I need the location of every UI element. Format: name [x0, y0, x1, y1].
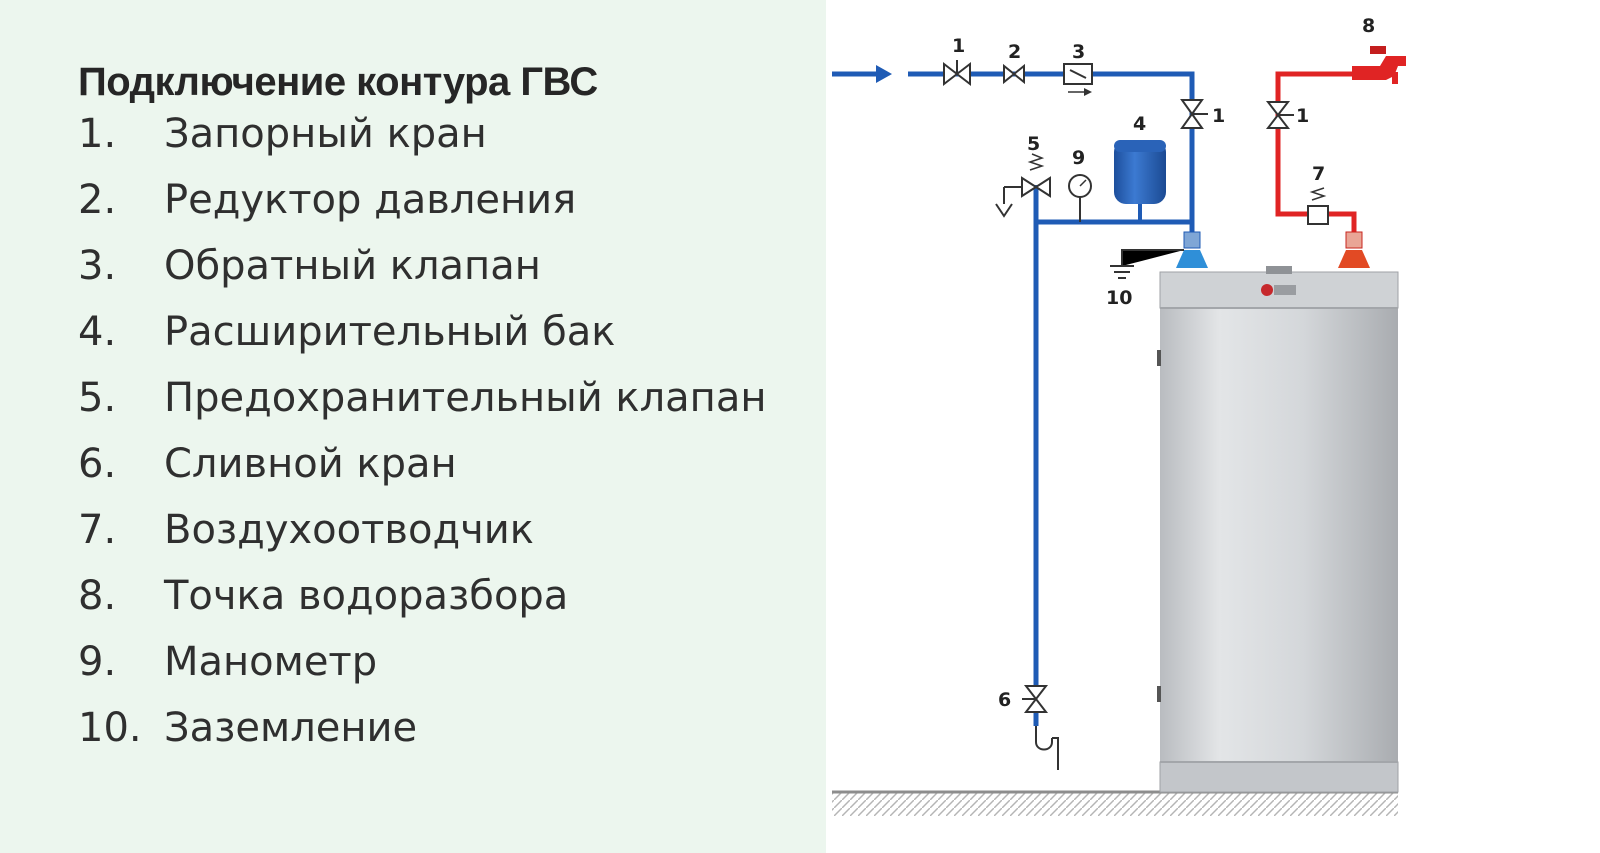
shutoff-valve-icon: 1: [943, 35, 971, 87]
legend-item-label: Манометр: [164, 639, 378, 685]
expansion-tank-icon: 4: [1114, 113, 1166, 222]
legend-title: Подключение контура ГВС: [78, 60, 598, 104]
marker-4: 4: [1133, 113, 1146, 135]
legend-item-label: Расширительный бак: [164, 309, 616, 355]
legend-item: 10. Заземление: [78, 705, 766, 771]
cold-line-valve-icon: 1: [1180, 99, 1225, 129]
marker-6: 6: [998, 689, 1011, 711]
legend-item-number: 5.: [78, 375, 117, 421]
legend-item-number: 7.: [78, 507, 117, 553]
hot-line-valve-icon: 1: [1265, 101, 1309, 129]
legend-item-label: Воздухоотводчик: [164, 507, 534, 553]
marker-1-hot: 1: [1296, 105, 1309, 127]
legend-item-label: Обратный клапан: [164, 243, 541, 289]
legend-item-number: 10.: [78, 705, 142, 751]
safety-valve-icon: 5: [995, 133, 1051, 218]
ground-symbol-icon: 10: [1106, 249, 1184, 309]
inlet-arrow: [832, 65, 892, 83]
marker-1-inlet: 1: [952, 35, 965, 57]
drain-valve-icon: 6: [998, 685, 1059, 770]
marker-8: 8: [1362, 15, 1375, 37]
legend-item-label: Сливной кран: [164, 441, 457, 487]
marker-7: 7: [1312, 163, 1325, 185]
marker-10: 10: [1106, 287, 1132, 309]
hot-water-pipe: [1275, 71, 1357, 246]
manometer-icon: 9: [1068, 147, 1092, 222]
legend-item-number: 9.: [78, 639, 117, 685]
check-valve-icon: 3: [1063, 41, 1093, 96]
marker-3: 3: [1072, 41, 1085, 63]
cold-inlet-fitting: [1176, 231, 1208, 268]
marker-9: 9: [1072, 147, 1085, 169]
water-heater-tank: [1157, 266, 1399, 793]
legend-item: 1. Запорный кран: [78, 111, 766, 177]
dhw-connection-diagram: 1 2 3 1 4: [832, 15, 1406, 816]
legend-item-label: Заземление: [164, 705, 418, 751]
marker-5: 5: [1027, 133, 1040, 155]
floor: [832, 790, 1398, 816]
legend-item-number: 4.: [78, 309, 117, 355]
water-tap-icon: 8: [1352, 15, 1406, 84]
legend-item-number: 3.: [78, 243, 117, 289]
legend-item-label: Предохранительный клапан: [164, 375, 767, 421]
legend-item: 4. Расширительный бак: [78, 309, 766, 375]
legend-item-label: Точка водоразбора: [164, 573, 569, 619]
cold-water-pipe: [908, 71, 1195, 726]
legend-list: 1. Запорный кран 2. Редуктор давления 3. Об…: [78, 111, 766, 771]
legend-item: 5. Предохранительный клапан: [78, 375, 766, 441]
legend: Подключение контура ГВС 1. Запорный кран …: [78, 60, 766, 771]
diagram-panel: 1 2 3 1 4: [826, 0, 1600, 853]
legend-item-number: 2.: [78, 177, 117, 223]
hot-outlet-fitting: [1338, 231, 1370, 268]
air-vent-icon: 7: [1307, 163, 1329, 225]
legend-item: 6. Сливной кран: [78, 441, 766, 507]
legend-item: 7. Воздухоотводчик: [78, 507, 766, 573]
legend-item-number: 1.: [78, 111, 117, 157]
legend-item: 3. Обратный клапан: [78, 243, 766, 309]
legend-item: 2. Редуктор давления: [78, 177, 766, 243]
legend-item-label: Редуктор давления: [164, 177, 577, 223]
pressure-reducer-icon: 2: [1003, 41, 1025, 85]
legend-item-number: 6.: [78, 441, 117, 487]
legend-item-number: 8.: [78, 573, 117, 619]
marker-1-cold: 1: [1212, 105, 1225, 127]
legend-item: 9. Манометр: [78, 639, 766, 705]
legend-item-label: Запорный кран: [164, 111, 487, 157]
marker-2: 2: [1008, 41, 1021, 63]
legend-item: 8. Точка водоразбора: [78, 573, 766, 639]
